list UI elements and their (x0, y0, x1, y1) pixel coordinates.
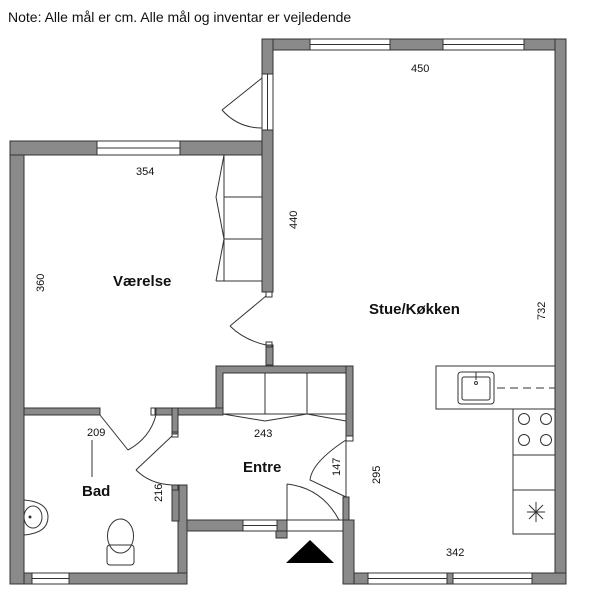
window-bottom-1 (367, 572, 448, 585)
wall-entre-stub (171, 407, 179, 435)
washbasin-icon (23, 499, 49, 536)
dimension-entre-243: 243 (254, 428, 272, 440)
kitchen (435, 365, 556, 535)
window-top-2 (442, 38, 525, 51)
dimension-stue-side: 732 (536, 302, 548, 320)
window-bottom-2 (452, 572, 533, 585)
entrance-arrow-icon (286, 540, 334, 563)
dimension-wall-440: 440 (288, 211, 300, 229)
room-label-stue-kokken: Stue/Køkken (369, 301, 460, 318)
wall-entre-right (342, 496, 350, 521)
window-top-1 (309, 38, 391, 51)
wall-partition-upper (261, 129, 274, 293)
door-stue (309, 435, 354, 498)
dimension-bad-216: 216 (153, 484, 165, 502)
fridge-icon (527, 502, 545, 522)
wall-left (9, 140, 25, 585)
door-entre-bad (135, 431, 179, 491)
plan-note: Note: Alle mål er cm. Alle mål og invent… (8, 9, 352, 25)
stove-icon (518, 413, 552, 446)
dimension-bottom-342: 342 (446, 547, 464, 559)
room-label-vaerelse: Værelse (113, 273, 171, 290)
room-label-entre: Entre (243, 459, 281, 476)
interior-walls (23, 365, 354, 522)
window-bad (31, 572, 70, 585)
window-entre (242, 519, 278, 532)
doors (99, 77, 354, 532)
wall-bad-top (23, 407, 101, 416)
window-vaerelse (96, 140, 181, 156)
wall-entry-right (342, 519, 355, 585)
toilet-icon (106, 518, 135, 566)
dimension-door-147: 147 (331, 458, 343, 476)
wall-entre-top (154, 407, 224, 416)
room-label-bad: Bad (82, 483, 110, 500)
wall-right (554, 38, 567, 585)
bathroom-fixtures (23, 440, 135, 566)
windows (31, 38, 533, 585)
dimension-bad-209: 209 (87, 427, 105, 439)
wall-wardrobe-right (345, 365, 354, 437)
door-balcony (221, 77, 263, 129)
wardrobe-entre (222, 372, 347, 422)
outer-walls (9, 38, 567, 585)
door-vaerelse (229, 291, 273, 348)
door-bad (99, 407, 157, 451)
dimension-stue-top: 450 (411, 63, 429, 75)
window-side-upper (261, 73, 274, 131)
dimension-vaerelse-top: 354 (136, 166, 154, 178)
wardrobe-vaerelse (215, 154, 263, 282)
wall-upper-left (261, 38, 274, 75)
wall-partition-lower (265, 344, 274, 366)
kitchen-counter (512, 408, 556, 535)
dimension-vaerelse-side: 360 (35, 274, 47, 292)
door-entrance (286, 483, 344, 532)
dimension-entre-295: 295 (371, 466, 383, 484)
sink-icon (457, 371, 495, 405)
